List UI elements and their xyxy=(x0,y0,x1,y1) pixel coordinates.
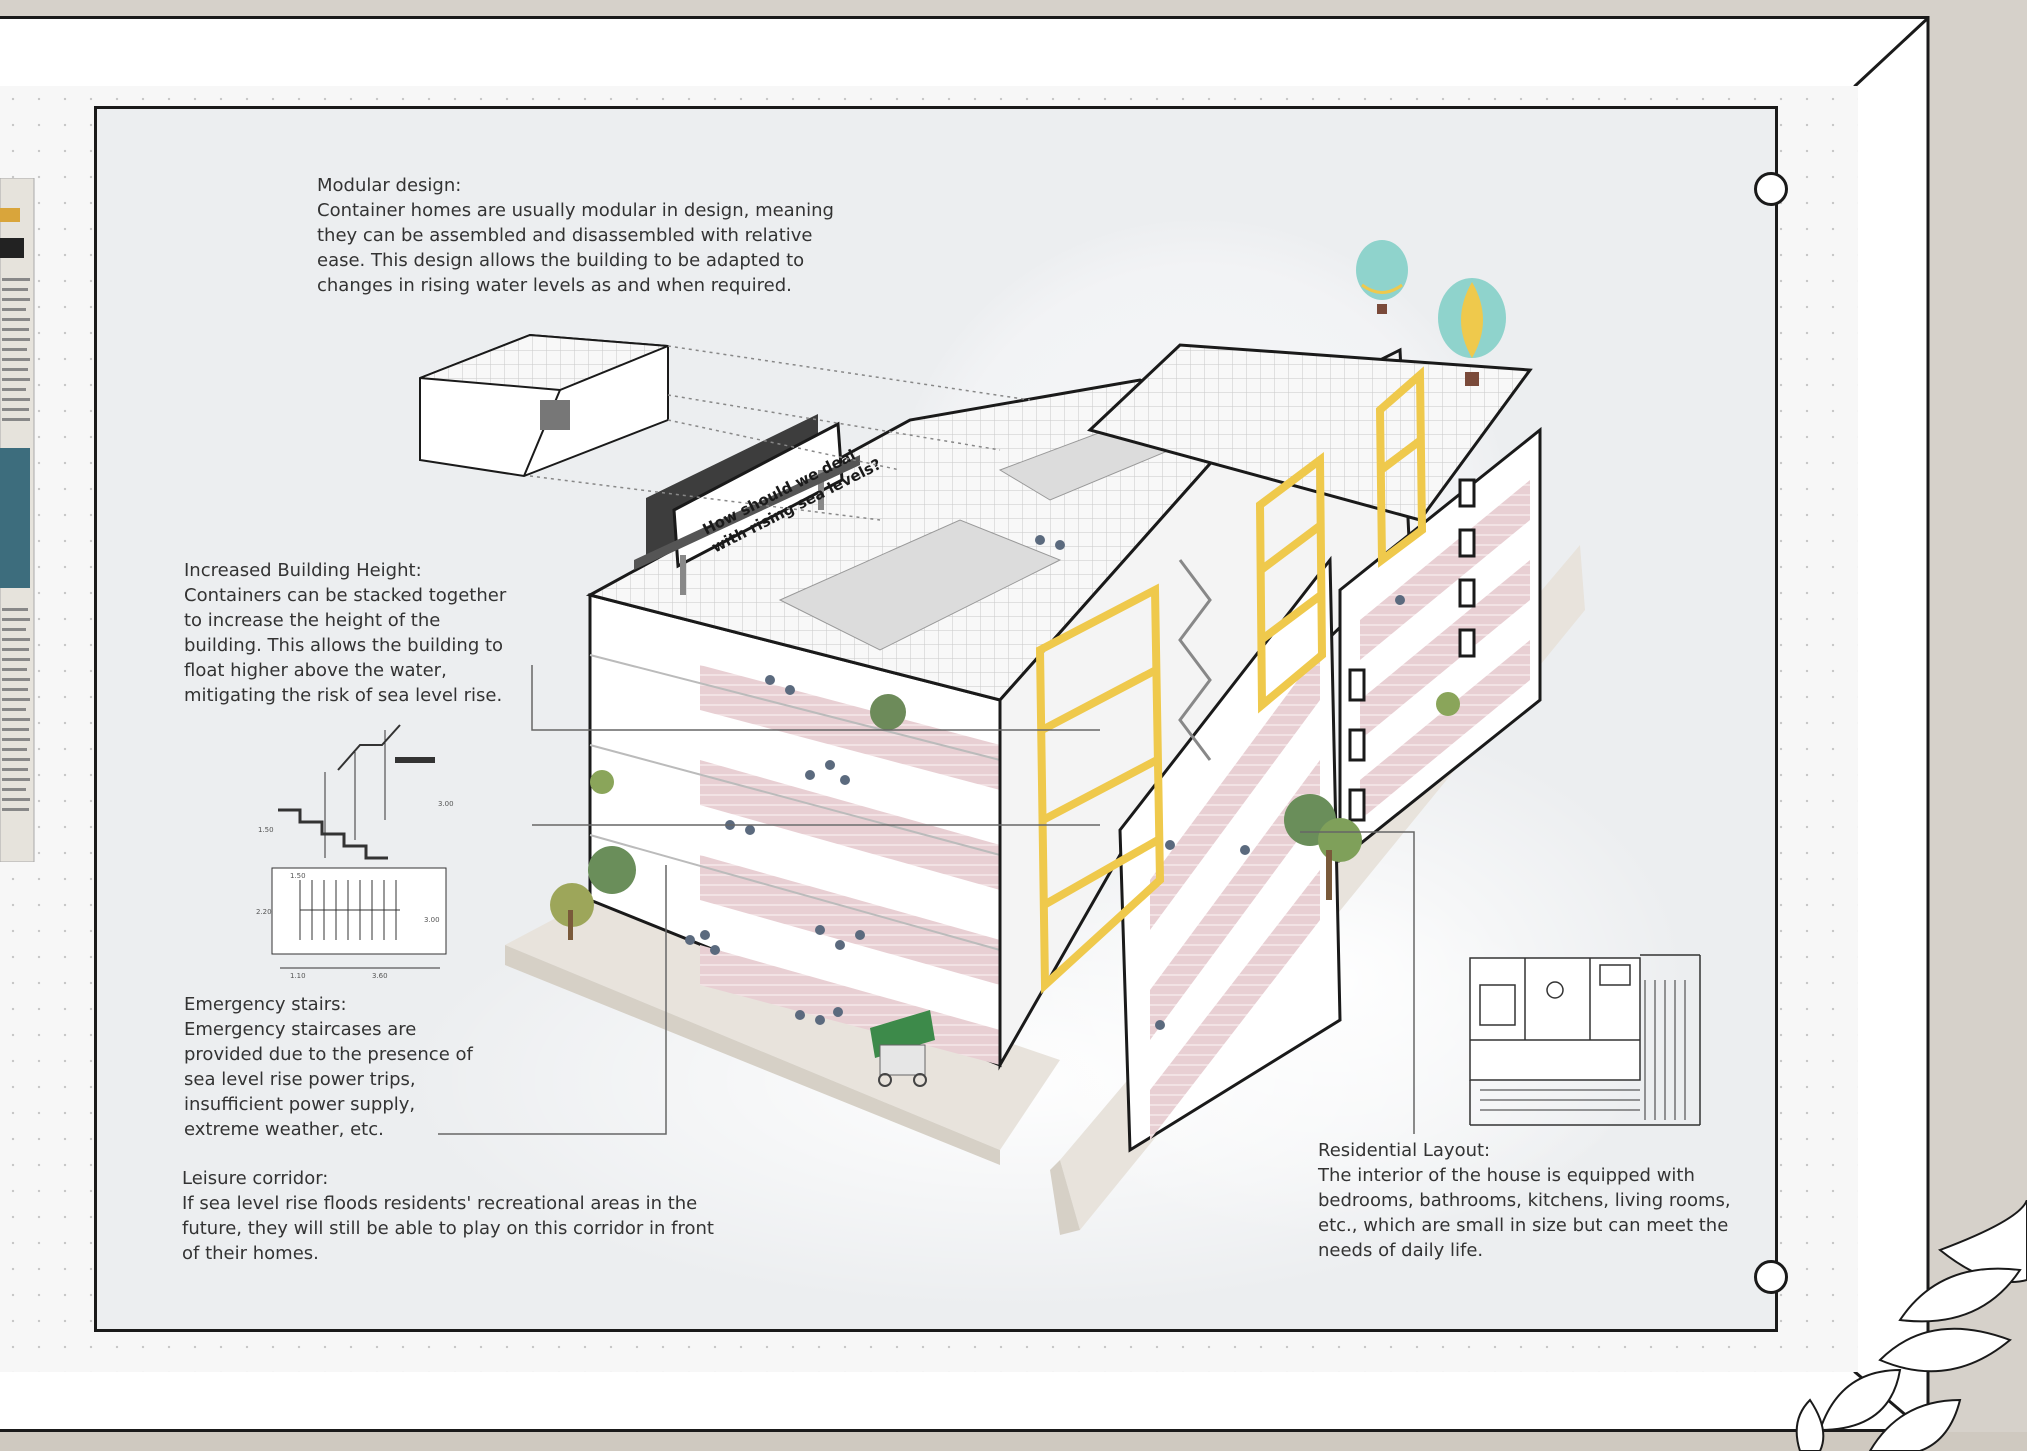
binder-hole-top xyxy=(1754,172,1788,206)
note-residential-title: Residential Layout: xyxy=(1318,1140,1491,1161)
stair-dimensions: 1.50 3.00 1.10 3.60 2.20 1.50 3.00 xyxy=(256,800,454,980)
binder-hole-bottom xyxy=(1754,1260,1788,1294)
dim-1: 1.50 xyxy=(258,826,274,834)
note-modular-design: Modular design: Container homes are usua… xyxy=(317,173,857,298)
stair-detail-drawing xyxy=(271,724,447,969)
note-emergency-stairs: Emergency stairs: Emergency staircases a… xyxy=(184,992,484,1142)
note-modular-title: Modular design: xyxy=(317,175,462,196)
leader-lines xyxy=(438,665,1415,1135)
note-stairs-title: Emergency stairs: xyxy=(184,994,347,1015)
note-leisure-body: If sea level rise floods residents' recr… xyxy=(182,1193,714,1264)
leaf-doodle xyxy=(1795,1200,2027,1451)
note-modular-body: Container homes are usually modular in d… xyxy=(317,200,834,296)
note-residential-layout: Residential Layout: The interior of the … xyxy=(1318,1138,1738,1263)
note-height-title: Increased Building Height: xyxy=(184,560,422,581)
yellow-modular-frames xyxy=(1035,366,1427,994)
note-height-body: Containers can be stacked together to in… xyxy=(184,585,507,706)
dim-3: 1.10 xyxy=(290,972,306,980)
ground-platform-left xyxy=(505,900,1060,1150)
dim-5: 2.20 xyxy=(256,908,272,916)
newspaper-clipping xyxy=(0,178,35,862)
background-strip xyxy=(0,1432,2027,1451)
dim-4: 3.60 xyxy=(372,972,388,980)
people-figures xyxy=(685,535,1405,1030)
dim-6: 1.50 xyxy=(290,872,306,880)
dim-7: 3.00 xyxy=(424,916,440,924)
trees xyxy=(550,692,1460,940)
module-detail-drawing xyxy=(419,333,1031,521)
note-residential-body: The interior of the house is equipped wi… xyxy=(1318,1165,1731,1261)
residential-floor-plan xyxy=(1469,954,1701,1126)
note-building-height: Increased Building Height: Containers ca… xyxy=(184,558,519,708)
note-leisure-corridor: Leisure corridor: If sea level rise floo… xyxy=(182,1166,722,1266)
dim-2: 3.00 xyxy=(438,800,454,808)
note-stairs-body: Emergency staircases are provided due to… xyxy=(184,1019,473,1140)
hot-air-balloons xyxy=(1356,240,1506,386)
food-cart xyxy=(870,1010,935,1087)
note-leisure-title: Leisure corridor: xyxy=(182,1168,329,1189)
